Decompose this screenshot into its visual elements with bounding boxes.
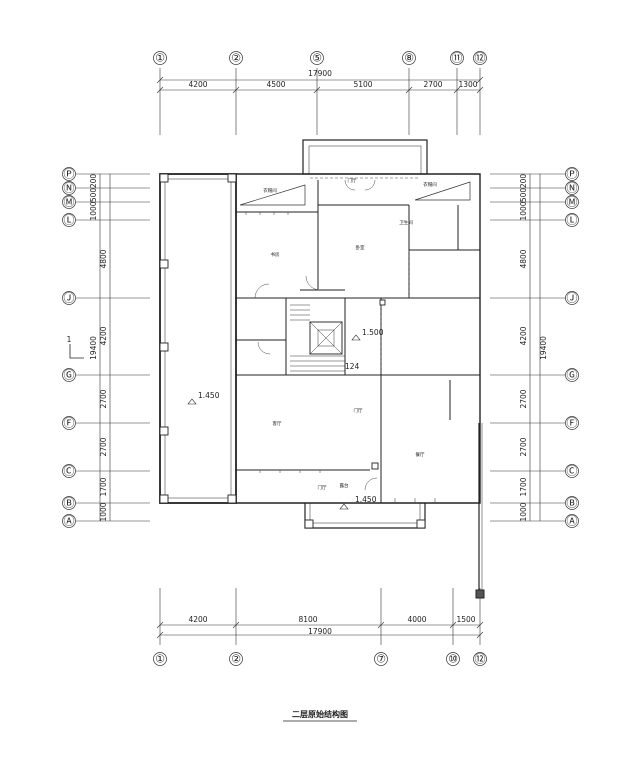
bottom-axis-label-10: ⑩ bbox=[448, 653, 458, 666]
level-landing: 124 bbox=[345, 362, 360, 371]
right-dimension-4200: 4200 bbox=[519, 326, 528, 345]
left-dimension-500: 500 bbox=[89, 188, 98, 203]
top-axis-label-8: ⑧ bbox=[404, 52, 414, 65]
left-axis-label-M: Ⓜ bbox=[64, 196, 75, 209]
stair-core bbox=[290, 304, 345, 372]
right-dimension-2700a: 2700 bbox=[519, 389, 528, 408]
top-axis-label-12: ⑫ bbox=[475, 52, 486, 65]
room-label-bathroom: 卫生间 bbox=[399, 219, 413, 226]
level-terrace: 1.450 bbox=[198, 391, 220, 400]
bottom-dimension-4: 1500 bbox=[456, 615, 475, 624]
bottom-dimension-3: 4000 bbox=[407, 615, 426, 624]
left-dimension-1700: 1700 bbox=[99, 477, 108, 496]
right-dimension-4800: 4800 bbox=[519, 249, 528, 268]
section-mark bbox=[69, 344, 84, 359]
room-label-study: 书房 bbox=[271, 251, 280, 258]
left-axis-label-J: Ⓙ bbox=[64, 292, 75, 305]
right-dimension-500: 500 bbox=[519, 188, 528, 203]
section-mark-label: 1 bbox=[67, 335, 72, 344]
top-dimension-3: 5100 bbox=[353, 80, 372, 89]
left-axis-label-N: Ⓝ bbox=[64, 182, 75, 195]
top-axis-bubbles bbox=[153, 51, 487, 65]
row-axis-bubbles bbox=[62, 167, 579, 528]
level-symbols bbox=[187, 334, 361, 510]
left-axis-label-P: Ⓟ bbox=[64, 168, 75, 181]
left-axis-label-C: Ⓒ bbox=[64, 465, 75, 478]
level-stair: 1.500 bbox=[362, 328, 384, 337]
bottom-dimension-1: 4200 bbox=[188, 615, 207, 624]
right-axis-label-J: Ⓙ bbox=[567, 292, 578, 305]
left-axis-label-B: Ⓑ bbox=[64, 497, 75, 510]
level-entry: 1.450 bbox=[355, 495, 377, 504]
room-label-bedroom: 卧室 bbox=[356, 244, 365, 251]
building-walls bbox=[159, 139, 485, 599]
left-dimension-1000b: 1000 bbox=[99, 502, 108, 521]
left-dimension-4800: 4800 bbox=[99, 249, 108, 268]
room-label-wardrobe-left: 衣帽间 bbox=[263, 187, 277, 194]
bottom-dimension-chain bbox=[156, 588, 484, 645]
bottom-dimension-2: 8100 bbox=[298, 615, 317, 624]
top-dimension-2: 4500 bbox=[266, 80, 285, 89]
left-dimension-4200: 4200 bbox=[99, 326, 108, 345]
top-dimension-4: 2700 bbox=[423, 80, 442, 89]
right-axis-label-P: Ⓟ bbox=[567, 168, 578, 181]
top-axis-label-11: ⑪ bbox=[452, 52, 463, 65]
right-dimension-1700: 1700 bbox=[519, 477, 528, 496]
room-label-wardrobe-right: 衣帽间 bbox=[423, 181, 437, 188]
bottom-axis-label-2: ② bbox=[231, 653, 241, 666]
right-axis-label-M: Ⓜ bbox=[567, 196, 578, 209]
top-axis-label-1: ① bbox=[155, 52, 165, 65]
structural-columns bbox=[159, 173, 426, 529]
top-total-dimension: 17900 bbox=[308, 69, 332, 78]
room-label-terrace: 露台 bbox=[340, 482, 349, 489]
top-axis-label-2: ② bbox=[231, 52, 241, 65]
right-dimension-1000: 1000 bbox=[519, 201, 528, 220]
wardrobe-hatch bbox=[239, 181, 471, 206]
row-grid-lines bbox=[76, 173, 566, 522]
top-dimension-1: 4200 bbox=[188, 80, 207, 89]
right-dimension-2700b: 2700 bbox=[519, 437, 528, 456]
left-dimension-2700b: 2700 bbox=[99, 437, 108, 456]
bottom-axis-label-7: ⑦ bbox=[376, 653, 386, 666]
right-dimension-200: 200 bbox=[519, 174, 528, 189]
right-axis-label-F: Ⓕ bbox=[567, 417, 578, 430]
overhead-dashed-lines bbox=[310, 177, 420, 375]
right-dimension-1000b: 1000 bbox=[519, 502, 528, 521]
left-axis-label-L: Ⓛ bbox=[64, 214, 75, 227]
foyer-tag: 门厅 bbox=[318, 484, 327, 491]
left-total-dimension: 19400 bbox=[89, 336, 98, 360]
right-axis-label-L: Ⓛ bbox=[567, 214, 578, 227]
bottom-axis-bubbles bbox=[153, 652, 487, 666]
top-dimension-chain bbox=[156, 68, 484, 135]
room-label-dining: 餐厅 bbox=[416, 451, 425, 458]
left-axis-label-A: Ⓐ bbox=[64, 515, 75, 528]
left-axis-label-F: Ⓕ bbox=[64, 417, 75, 430]
left-dimension-2700a: 2700 bbox=[99, 389, 108, 408]
right-axis-label-N: Ⓝ bbox=[567, 182, 578, 195]
left-axis-label-G: Ⓖ bbox=[64, 369, 75, 382]
drawing-title: 二层原始结构图 bbox=[292, 709, 348, 719]
bottom-axis-label-12: ⑫ bbox=[475, 653, 486, 666]
top-axis-label-5: ⑤ bbox=[312, 52, 322, 65]
room-label-living: 客厅 bbox=[273, 420, 282, 427]
right-axis-label-A: Ⓐ bbox=[567, 515, 578, 528]
right-axis-label-C: Ⓒ bbox=[567, 465, 578, 478]
left-dimension-200: 200 bbox=[89, 174, 98, 189]
door-swings bbox=[254, 179, 378, 491]
left-dimension-1000: 1000 bbox=[89, 201, 98, 220]
right-total-dimension: 19400 bbox=[539, 336, 548, 360]
bottom-total-dimension: 17900 bbox=[308, 627, 332, 636]
right-axis-label-B: Ⓑ bbox=[567, 497, 578, 510]
top-dimension-5: 1300 bbox=[458, 80, 477, 89]
room-label-entry: 门厅 bbox=[348, 177, 357, 184]
interior-walls bbox=[236, 180, 480, 503]
window-marks bbox=[245, 212, 436, 503]
room-label-foyer: 门厅 bbox=[354, 407, 363, 414]
bottom-axis-label-1: ① bbox=[155, 653, 165, 666]
right-axis-label-G: Ⓖ bbox=[567, 369, 578, 382]
